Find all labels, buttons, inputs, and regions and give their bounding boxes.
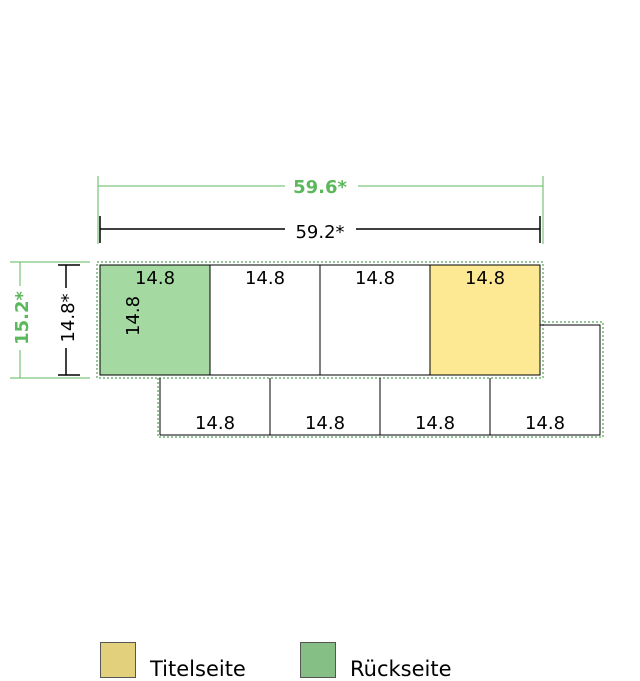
panel-width-label: 14.8 (195, 413, 235, 434)
inner-panel (209, 264, 321, 376)
title-page-panel (429, 264, 541, 376)
back-page-swatch (300, 642, 336, 678)
panel-width-label: 14.8 (415, 413, 455, 434)
top-row: 14.8 14.8 14.8 14.8 14.8 (99, 264, 541, 376)
inner-width-label: 59.2* (295, 222, 344, 243)
panel-width-label: 14.8 (355, 268, 395, 289)
panel-width-label: 14.8 (245, 268, 285, 289)
outer-width-dimension: 59.6* (97, 176, 544, 244)
inner-width-dimension: 59.2* (99, 216, 541, 243)
legend-label: Titelseite (150, 657, 246, 681)
outer-height-dimension: 15.2* (10, 261, 90, 379)
bottom-row: 14.8 14.8 14.8 14.8 (159, 324, 601, 436)
legend-item-back: Rückseite (300, 640, 452, 681)
legend-item-title: Titelseite (100, 640, 246, 681)
bottom-row-bleed-outline (157, 321, 604, 438)
top-row-bleed-outline (96, 261, 544, 379)
back-cover-panel (99, 264, 211, 376)
panel-height-label: 14.8 (123, 296, 144, 336)
panel-width-label: 14.8 (305, 413, 345, 434)
inner-panel (319, 264, 431, 376)
panel-width-label: 14.8 (525, 413, 565, 434)
outer-height-label: 15.2* (12, 291, 33, 345)
inner-height-dimension: 14.8* (58, 264, 80, 376)
panel-width-label: 14.8 (465, 268, 505, 289)
inner-height-label: 14.8* (58, 293, 79, 342)
legend-label: Rückseite (350, 657, 452, 681)
title-page-swatch (100, 642, 136, 678)
panel-width-label: 14.8 (135, 268, 175, 289)
outer-width-label: 59.6* (293, 177, 347, 198)
folding-diagram: 59.6* 59.2* 15.2* 14.8* 14.8 14.8 14.8 1… (10, 176, 604, 438)
